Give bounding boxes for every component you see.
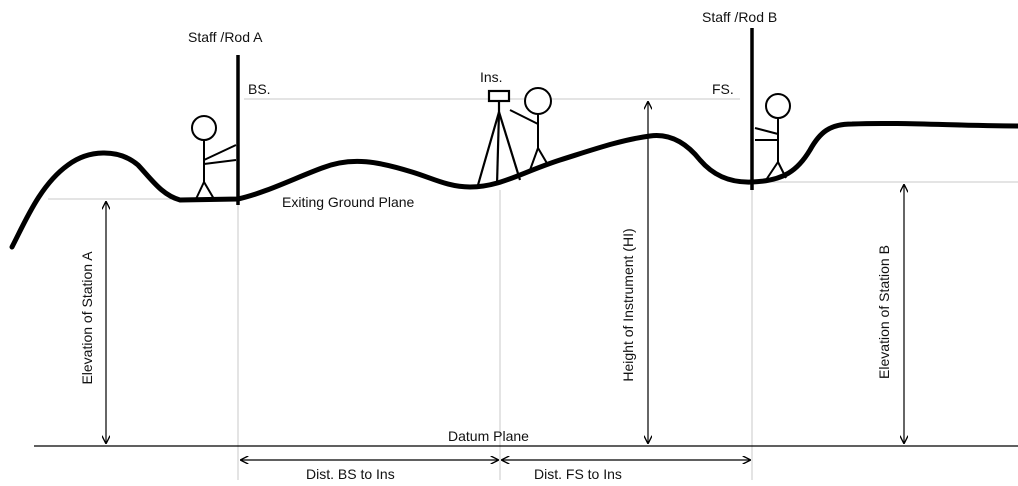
instrument-head bbox=[487, 89, 511, 103]
staff-a-label: Staff /Rod A bbox=[188, 29, 263, 45]
dist-bs-label: Dist. BS to Ins bbox=[306, 466, 395, 482]
fs-label: FS. bbox=[712, 81, 734, 97]
ground-plane-label: Exiting Ground Plane bbox=[282, 194, 415, 210]
elevation-b-label: Elevation of Station B bbox=[876, 245, 892, 379]
surveyor-a-figure bbox=[191, 115, 237, 200]
elevation-a-label: Elevation of Station A bbox=[79, 251, 95, 385]
guide-lines bbox=[48, 98, 1018, 480]
ground-profile bbox=[9, 120, 1018, 250]
surveyor-b-figure bbox=[754, 93, 791, 181]
instrument-tripod bbox=[476, 89, 522, 186]
bs-label: BS. bbox=[248, 81, 271, 97]
staff-b-label: Staff /Rod B bbox=[702, 9, 777, 25]
hi-label: Height of Instrument (HI) bbox=[620, 228, 636, 381]
datum-plane-label: Datum Plane bbox=[448, 428, 529, 444]
instrument-label: Ins. bbox=[480, 69, 503, 85]
instrument-operator-figure bbox=[509, 87, 552, 171]
dist-fs-label: Dist. FS to Ins bbox=[534, 466, 622, 482]
dimension-arrows bbox=[106, 102, 904, 460]
